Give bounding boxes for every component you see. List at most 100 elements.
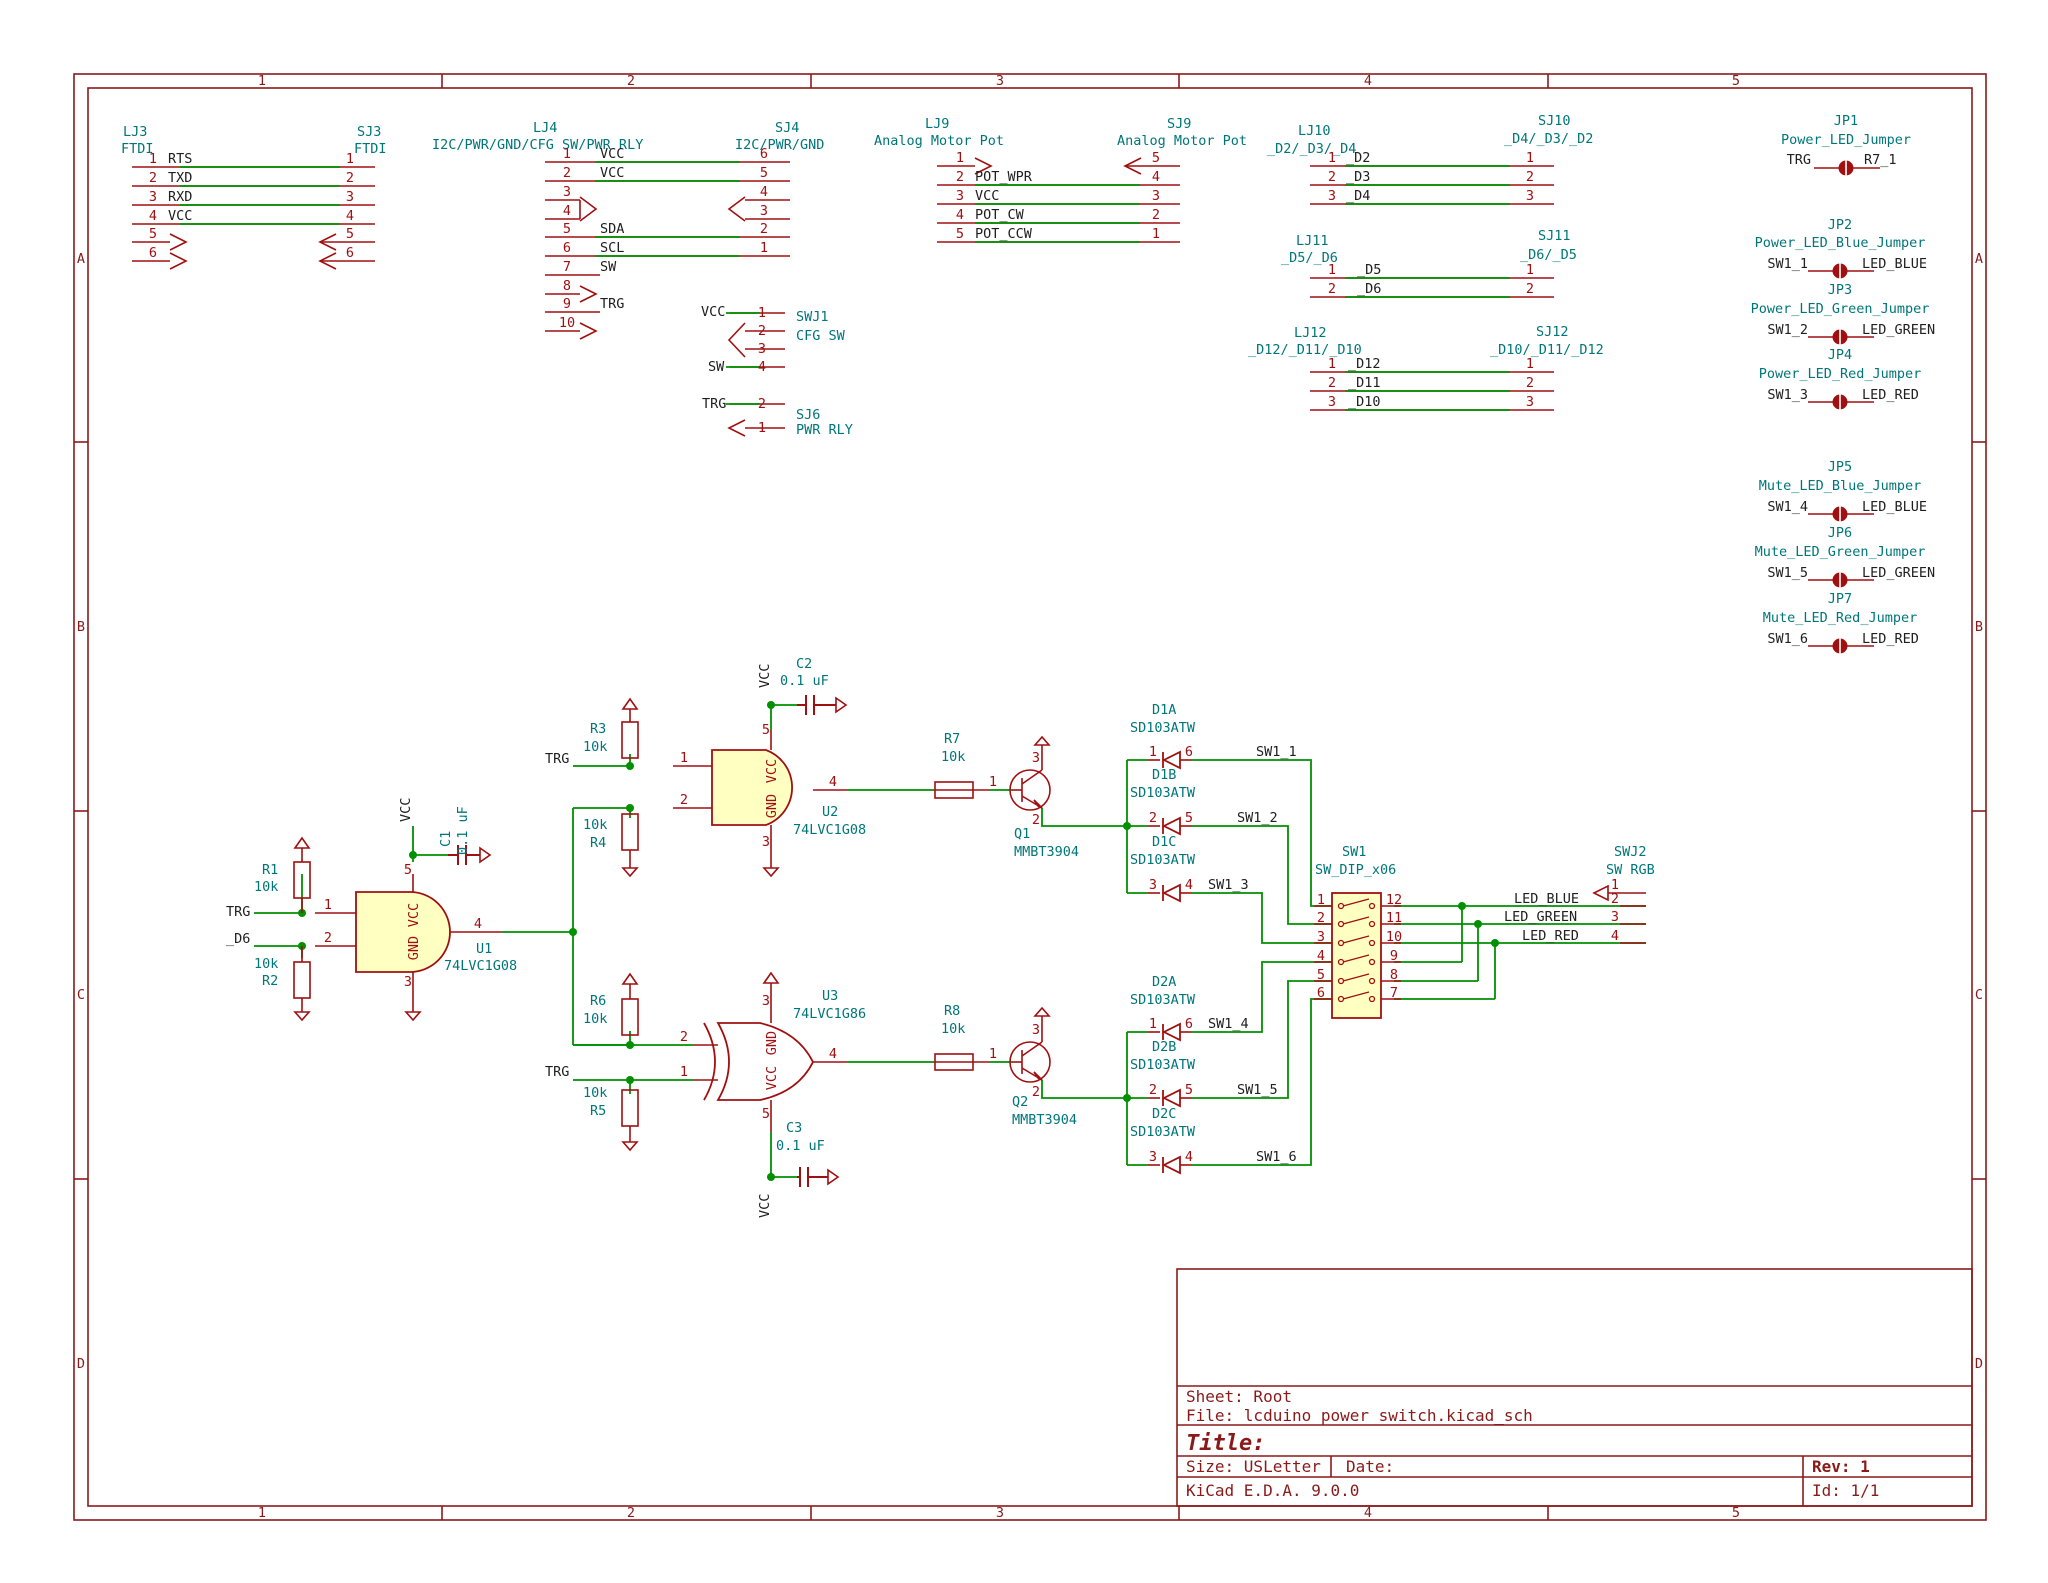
q2-ref: Q2 xyxy=(1012,1094,1028,1110)
r7-value: 10k xyxy=(941,749,965,765)
net-label: VCC xyxy=(600,146,624,162)
lj3-pin: 1 xyxy=(149,151,157,167)
swj1-value: CFG SW xyxy=(796,328,846,344)
pin-number: 2 xyxy=(1149,1082,1157,1098)
resistor-r4 xyxy=(621,813,639,851)
pin-number: 6 xyxy=(1185,744,1193,760)
circuit-pin-numbers: 1 2 5 3 4 1 2 5 3 4 2 1 3 5 4 1 3 2 1 3 … xyxy=(324,722,1619,1165)
jumper-ref: JP5 xyxy=(1828,459,1852,475)
d2c-value: SD103ATW xyxy=(1130,1124,1196,1140)
pin-number: 5 xyxy=(1317,967,1325,983)
jumper-jp4: JP4 Power_LED_Red_Jumper SW1_3 LED_RED xyxy=(1759,347,1921,410)
title-block: Sheet: Root File: lcduino power switch.k… xyxy=(1176,1268,1973,1507)
pin-number: 4 xyxy=(1185,1149,1193,1165)
pin-number: 5 xyxy=(1185,810,1193,826)
sj6-value: PWR RLY xyxy=(796,422,853,438)
gate-pin-label: VCC xyxy=(764,1066,780,1090)
u2-value: 74LVC1G08 xyxy=(793,822,866,838)
lj3-value: FTDI xyxy=(121,141,154,157)
jumper-ref: JP7 xyxy=(1828,591,1852,607)
jumper-ref: JP2 xyxy=(1828,217,1852,233)
resistor-r5 xyxy=(621,1089,639,1127)
net-label: LED_BLUE xyxy=(1514,891,1579,907)
pin-number: 6 xyxy=(1185,1016,1193,1032)
sj4-ref: SJ4 xyxy=(775,120,799,136)
sj10-pin: 2 xyxy=(1526,169,1534,185)
r5-value: 10k xyxy=(583,1085,607,1101)
r4-value: 10k xyxy=(583,817,607,833)
pin-number: 3 xyxy=(1032,750,1040,766)
d1c-ref: D1C xyxy=(1152,834,1176,850)
u2-ref: U2 xyxy=(822,804,838,820)
sj3-pin: 2 xyxy=(346,170,354,186)
pin-number: 1 xyxy=(1317,892,1325,908)
net-label: LED_BLUE xyxy=(1862,256,1927,272)
sj3-value: FTDI xyxy=(354,141,387,157)
pin-number: 2 xyxy=(1317,910,1325,926)
net-label: TRG xyxy=(702,396,726,412)
q2-value: MMBT3904 xyxy=(1012,1112,1077,1128)
net-label: RTS xyxy=(168,151,192,167)
u3-value: 74LVC1G86 xyxy=(793,1006,866,1022)
sj9-pin: 1 xyxy=(1152,226,1160,242)
lj3-ref: LJ3 xyxy=(123,124,147,140)
sj11-pin: 1 xyxy=(1526,262,1534,278)
lj4-pin: 7 xyxy=(563,259,571,275)
pin-number: 1 xyxy=(989,774,997,790)
lj4-pin: 6 xyxy=(563,240,571,256)
net-label: LED_RED xyxy=(1522,928,1579,944)
net-label: SW1_5 xyxy=(1237,1082,1278,1098)
sw1-ref: SW1 xyxy=(1342,844,1366,860)
pin-number: 5 xyxy=(762,1106,770,1122)
r4-ref: R4 xyxy=(590,835,606,851)
r3-ref: R3 xyxy=(590,721,606,737)
d1a-ref: D1A xyxy=(1152,702,1176,718)
lj4-pin: 10 xyxy=(559,315,575,331)
row-label: A xyxy=(1975,251,1983,267)
pin-number: 3 xyxy=(1611,909,1619,925)
row-label: B xyxy=(77,619,85,635)
resistor-r6 xyxy=(621,998,639,1036)
swj1-ref: SWJ1 xyxy=(796,309,829,325)
pin-number: 12 xyxy=(1386,892,1402,908)
jumper-value: Power_LED_Blue_Jumper xyxy=(1755,235,1926,251)
pin-number: 3 xyxy=(1149,877,1157,893)
paper-size: Size: USLetter xyxy=(1186,1457,1321,1476)
diodes xyxy=(1161,750,1181,1175)
resistors xyxy=(293,721,974,1127)
sj10-pin: 1 xyxy=(1526,150,1534,166)
lj4-pin: 3 xyxy=(563,184,571,200)
net-label: SW1_6 xyxy=(1256,1149,1297,1165)
diode-d1c xyxy=(1161,883,1181,903)
connector-lj11-sj11: LJ11 _D5/_D6 SJ11 _D6/_D5 1 2 1 2 _D5 _D… xyxy=(1281,228,1577,298)
jumper-ref: JP3 xyxy=(1828,282,1852,298)
swj2-ref: SWJ2 xyxy=(1614,844,1647,860)
pin-number: 1 xyxy=(989,1046,997,1062)
lj4-value: I2C/PWR/GND/CFG SW/PWR RLY xyxy=(432,137,643,153)
jumper-value: Power_LED_Green_Jumper xyxy=(1751,301,1930,317)
c2-ref: C2 xyxy=(796,656,812,672)
sj10-pin: 3 xyxy=(1526,188,1534,204)
circuit-wires xyxy=(254,704,1646,1178)
dip-switch-sw1 xyxy=(1331,892,1382,1019)
title-label: Title: xyxy=(1186,1431,1265,1456)
sw1-value: SW_DIP_x06 xyxy=(1315,862,1396,878)
lj3-pin: 3 xyxy=(149,189,157,205)
sj3-pin: 1 xyxy=(346,151,354,167)
net-label: POT_CCW xyxy=(975,226,1033,242)
net-label: SW1_3 xyxy=(1208,877,1249,893)
lj3-pin: 5 xyxy=(149,226,157,242)
net-label: LED_RED xyxy=(1862,631,1919,647)
pin-number: 4 xyxy=(1611,928,1619,944)
lj4-pin: 2 xyxy=(563,165,571,181)
swj2-value: SW RGB xyxy=(1606,862,1655,878)
net-label: VCC xyxy=(600,165,624,181)
resistor-r7 xyxy=(934,781,974,799)
pin-number: 3 xyxy=(1317,929,1325,945)
swj1-pin: 4 xyxy=(758,359,766,375)
d2c-ref: D2C xyxy=(1152,1106,1176,1122)
row-label: A xyxy=(77,251,85,267)
row-label: D xyxy=(1975,1356,1983,1372)
jumper-ref: JP6 xyxy=(1828,525,1852,541)
d2b-ref: D2B xyxy=(1152,1039,1176,1055)
